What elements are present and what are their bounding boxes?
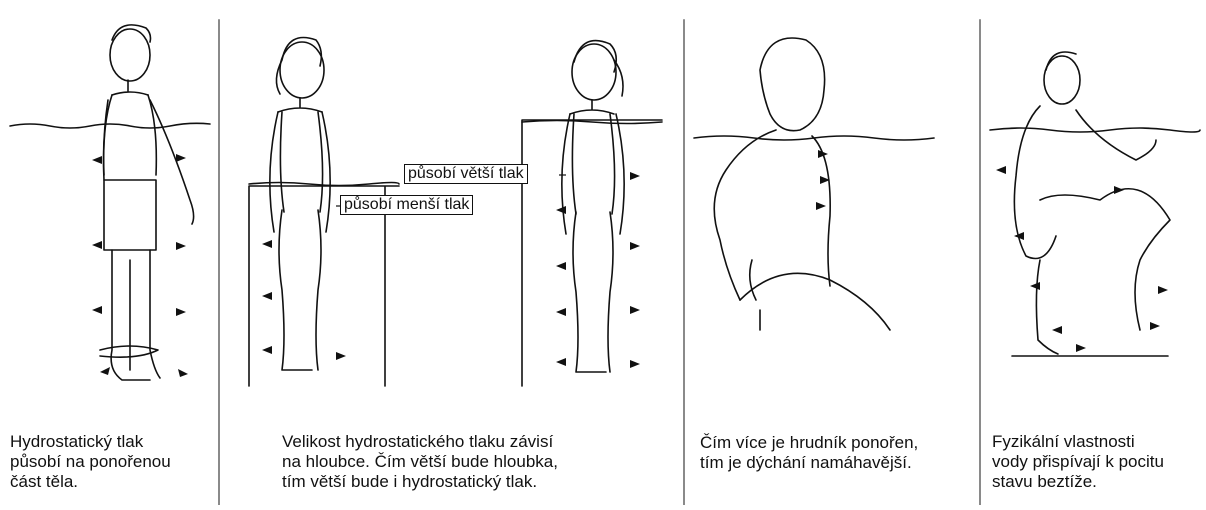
water-surface-panel-4	[990, 128, 1200, 132]
pressure-arrow	[1158, 286, 1168, 294]
figure-woman-chest-deep	[714, 38, 890, 330]
pressure-arrow	[262, 346, 272, 354]
pressure-arrow	[630, 360, 640, 368]
caption-panel-1: Hydrostatický tlak působí na ponořenou č…	[10, 432, 210, 492]
caption-panel-4: Fyzikální vlastnosti vody přispívají k p…	[992, 432, 1202, 492]
callout-greater-pressure: působí větší tlak	[404, 164, 528, 184]
pressure-arrow	[1052, 326, 1062, 334]
pressure-arrow	[630, 242, 640, 250]
water-surface-tank-right	[522, 121, 662, 124]
pressure-arrow	[996, 166, 1006, 174]
pressure-arrow	[176, 154, 186, 162]
pressure-arrow	[262, 240, 272, 248]
water-surface-panel-1	[10, 123, 210, 128]
pressure-arrow	[1114, 186, 1124, 194]
figure-woman-exercising	[1014, 52, 1170, 354]
pressure-arrow	[1150, 322, 1160, 330]
pressure-arrow	[92, 156, 102, 164]
figure-woman-deep	[562, 41, 624, 372]
figure-woman-shallow	[270, 38, 330, 371]
pressure-arrow	[556, 262, 566, 270]
pressure-arrow	[630, 172, 640, 180]
tank-right	[522, 120, 662, 386]
caption-panel-3: Čím více je hrudník ponořen, tím je dých…	[700, 433, 975, 473]
figure-man-standing	[104, 25, 194, 380]
pressure-arrow	[630, 306, 640, 314]
pressure-arrow	[262, 292, 272, 300]
pressure-arrow	[100, 367, 110, 375]
pressure-arrow	[176, 308, 186, 316]
pressure-arrow	[556, 308, 566, 316]
pressure-arrow	[92, 306, 102, 314]
pressure-arrow	[92, 241, 102, 249]
caption-panel-2: Velikost hydrostatického tlaku závisí na…	[282, 432, 672, 492]
pressure-arrow	[816, 202, 826, 210]
pressure-arrow	[176, 242, 186, 250]
pressure-arrow	[336, 352, 346, 360]
water-surface-tank-left	[249, 183, 399, 186]
pressure-arrow	[556, 358, 566, 366]
water-ripple-panel-1	[100, 346, 158, 357]
pressure-arrow	[818, 150, 828, 158]
pressure-arrow	[178, 369, 188, 377]
pressure-arrow	[1030, 282, 1040, 290]
pressure-arrow	[556, 206, 566, 214]
pressure-arrow	[1076, 344, 1086, 352]
callout-lesser-pressure: působí menší tlak	[340, 195, 473, 215]
